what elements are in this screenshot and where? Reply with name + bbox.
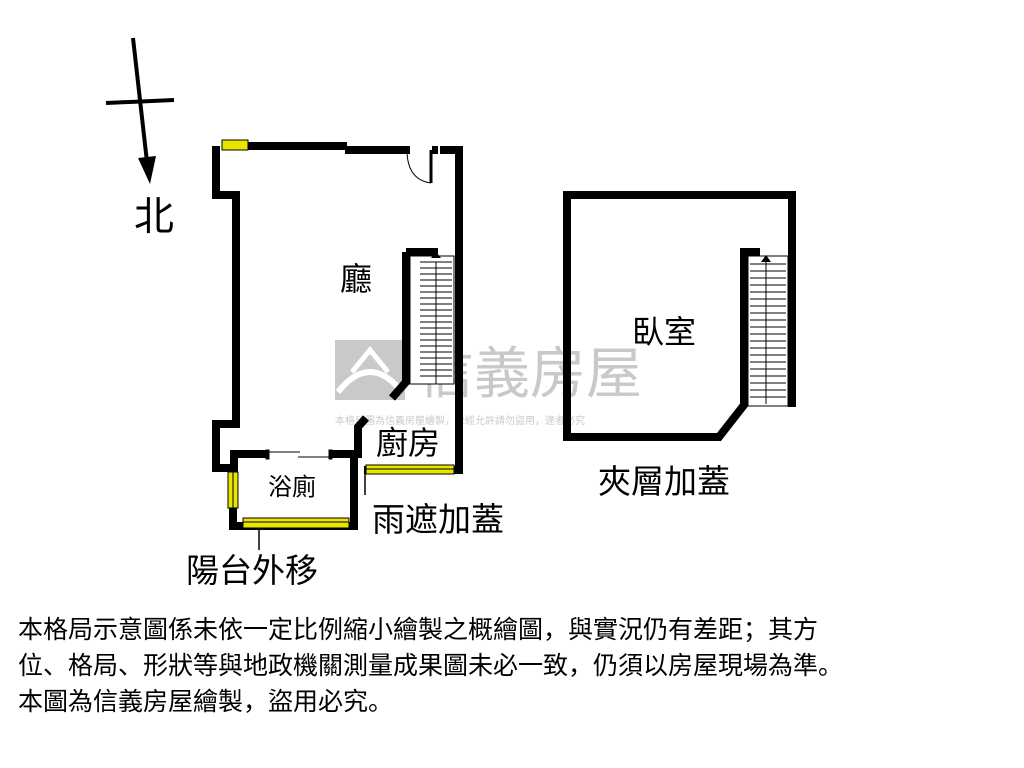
annotation-balcony: 陽台外移: [186, 551, 318, 590]
watermark: 信義房屋 本格局圖為信義房屋繪製，未經允許請勿盜用，違者必究: [335, 340, 642, 427]
annotation-mezzanine: 夾層加蓋: [598, 462, 730, 501]
stair-up-arrow-icon: [761, 255, 771, 262]
window-top-left: [221, 139, 249, 151]
staircase-main: [409, 252, 455, 385]
room-label-bedroom: 臥室: [632, 313, 696, 351]
room-label-kitchen: 廚房: [376, 424, 440, 462]
entry-door: [405, 146, 438, 184]
disclaimer: 本格局示意圖係未依一定比例縮小繪製之概繪圖，與實況仍有差距；其方 位、格局、形狀…: [18, 612, 1018, 720]
main-unit-walls: [212, 142, 463, 530]
disclaimer-line-1: 本格局示意圖係未依一定比例縮小繪製之概繪圖，與實況仍有差距；其方: [18, 615, 819, 644]
stair-up-arrow-icon: [431, 252, 441, 258]
floor-plan: 信義房屋 本格局圖為信義房屋繪製，未經允許請勿盜用，違者必究 北: [105, 37, 796, 590]
disclaimer-line-3: 本圖為信義房屋繪製，盜用必究。: [18, 687, 394, 716]
disclaimer-line-2: 位、格局、形狀等與地政機關測量成果圖未必一致，仍須以房屋現場為準。: [18, 651, 844, 680]
compass-crossbar: [105, 98, 175, 105]
room-label-bathroom: 浴廁: [268, 473, 316, 501]
room-label-living: 廳: [340, 260, 372, 298]
annotation-rain-shelter: 雨遮加蓋: [372, 500, 504, 539]
window-balcony-bottom: [242, 517, 350, 529]
north-arrow-icon: [138, 156, 156, 184]
bathroom-door: [265, 449, 333, 460]
north-label: 北: [134, 194, 174, 240]
mezzanine-walls: [563, 191, 796, 441]
compass: 北: [105, 37, 175, 240]
sinyi-logo-icon: [335, 340, 405, 400]
staircase-mezzanine: [747, 255, 789, 407]
